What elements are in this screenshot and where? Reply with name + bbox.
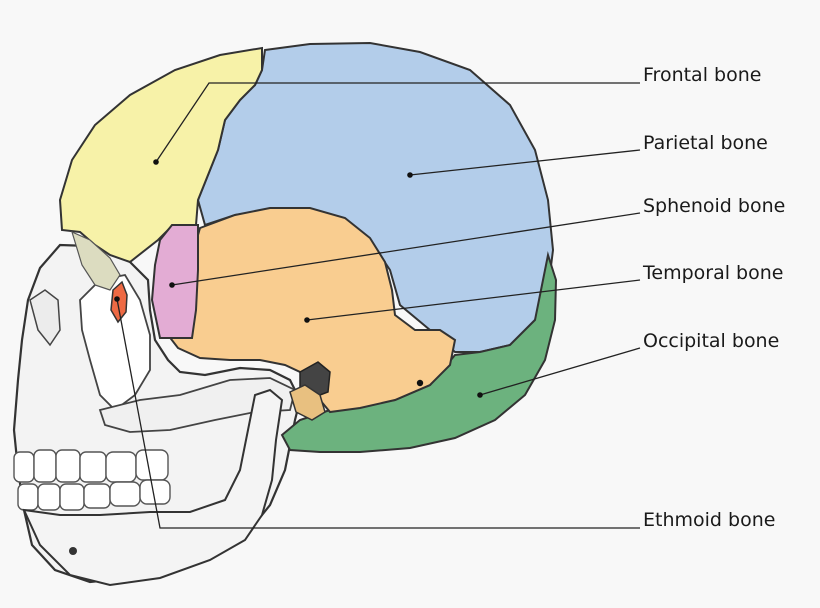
tooth	[55, 449, 81, 483]
orbit-shape	[79, 273, 151, 412]
sphenoid-leader-line	[171, 212, 641, 286]
temporal-bone-label: Temporal bone	[643, 262, 784, 284]
temporal-fossa-shadow	[71, 230, 121, 291]
tooth	[59, 483, 85, 511]
tooth	[79, 451, 107, 483]
tooth	[109, 481, 141, 507]
tooth	[33, 449, 57, 483]
sphenoid-bone-shape	[150, 224, 199, 339]
mental-foramen	[69, 547, 77, 555]
leader-dots	[114, 159, 483, 398]
frontal-leader-line	[155, 82, 640, 163]
ethmoid-dot	[114, 296, 120, 302]
parietal-bone-label: Parietal bone	[643, 132, 768, 154]
lower-teeth	[17, 479, 171, 511]
temporal-dot	[304, 317, 310, 323]
tooth	[13, 451, 35, 483]
tooth	[135, 449, 169, 481]
upper-teeth	[13, 449, 169, 483]
facial-skeleton	[12, 243, 302, 587]
sphenoid-dot	[169, 282, 175, 288]
tooth	[17, 483, 39, 511]
frontal-bone-label: Frontal bone	[643, 64, 762, 86]
zygomatic-arch	[98, 377, 297, 433]
mastoid-process	[289, 384, 326, 421]
temporal-bone-shape	[166, 207, 457, 414]
frontal-dot	[153, 159, 159, 165]
occipital-leader-line	[479, 347, 641, 396]
mandible	[22, 388, 284, 587]
tooth	[105, 451, 137, 483]
nasal-area	[29, 289, 61, 347]
occipital-dot	[477, 392, 483, 398]
temporal-foramen	[416, 379, 424, 387]
sphenoid-bone-label: Sphenoid bone	[643, 195, 786, 217]
tooth	[83, 483, 111, 509]
occipital-bone-label: Occipital bone	[643, 330, 780, 352]
ethmoid-bone-shape	[110, 280, 128, 324]
occipital-bone-shape	[280, 251, 558, 453]
parietal-dot	[407, 172, 413, 178]
parietal-leader-line	[409, 149, 641, 176]
ethmoid-leader-line	[116, 298, 640, 529]
temporal-leader-line	[306, 279, 641, 321]
leader-lines	[116, 82, 641, 529]
ethmoid-bone-label: Ethmoid bone	[643, 509, 776, 531]
tooth	[37, 483, 61, 511]
